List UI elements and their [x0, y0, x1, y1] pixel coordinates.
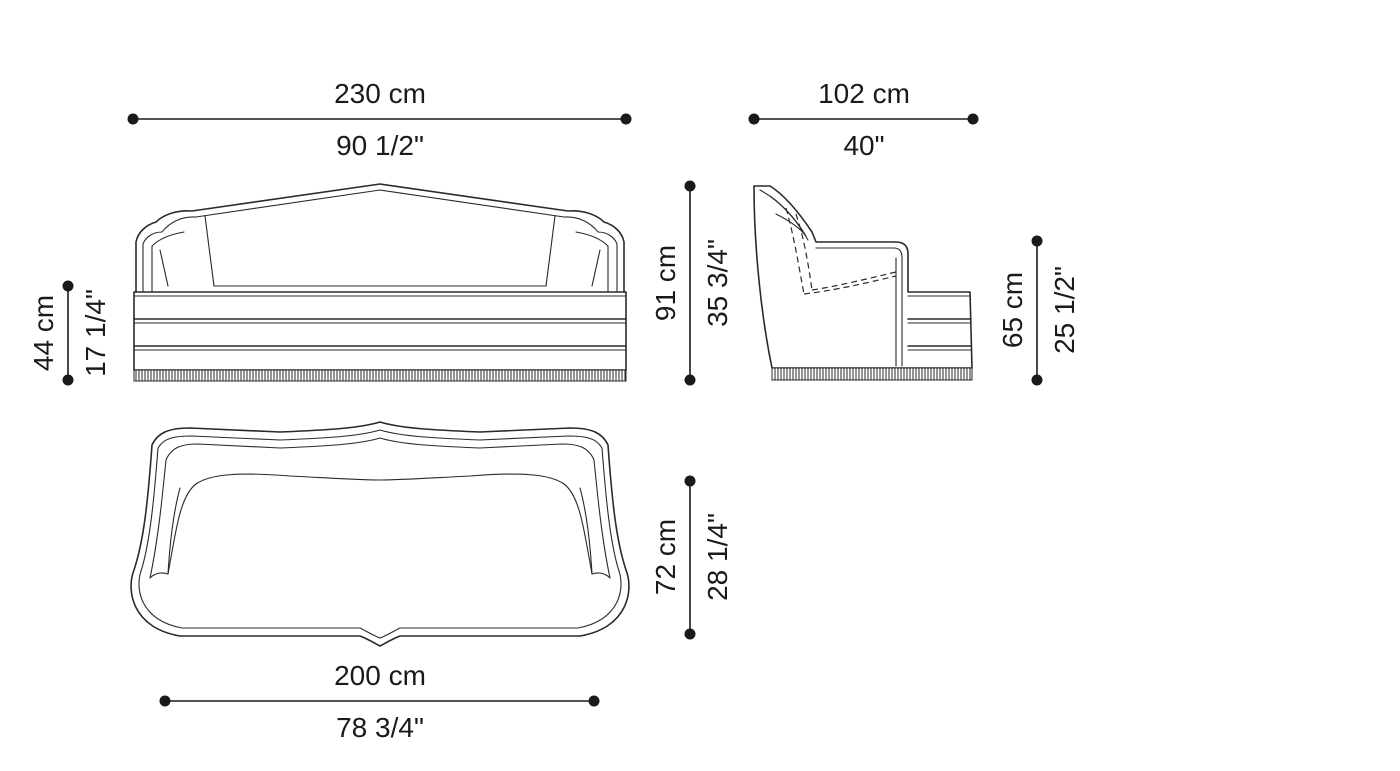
front-seat-height-imperial: 17 1/4": [80, 289, 111, 377]
arm-height-metric: 65 cm: [997, 272, 1028, 348]
total-height-imperial: 35 3/4": [702, 239, 733, 327]
arm-height-imperial: 25 1/2": [1049, 266, 1080, 354]
side-depth-metric: 102 cm: [818, 78, 910, 109]
top-width-metric: 200 cm: [334, 660, 426, 691]
front-seat-height-metric: 44 cm: [28, 295, 59, 371]
front-width-imperial: 90 1/2": [336, 130, 424, 161]
side-depth-imperial: 40": [843, 130, 884, 161]
front-width-metric: 230 cm: [334, 78, 426, 109]
total-height-metric: 91 cm: [650, 245, 681, 321]
front-width-dimension: 230 cm 90 1/2": [127, 78, 632, 161]
side-view: 102 cm 40" 6: [748, 78, 1080, 386]
seat-depth-metric: 72 cm: [650, 519, 681, 595]
top-view: 200 cm 78 3/4" 72 cm 28 1/4": [130, 421, 733, 743]
sofa-side-outline: [753, 185, 973, 381]
arm-height-dimension: 65 cm 25 1/2": [997, 235, 1080, 386]
seat-depth-imperial: 28 1/4": [702, 513, 733, 601]
seat-depth-dimension: 72 cm 28 1/4": [650, 475, 733, 640]
front-view: 230 cm 90 1/2" 44 cm 17 1/4": [28, 78, 733, 386]
total-height-dimension: 91 cm 35 3/4": [650, 180, 733, 386]
side-depth-dimension: 102 cm 40": [748, 78, 979, 161]
sofa-top-outline: [130, 421, 630, 647]
top-width-dimension: 200 cm 78 3/4": [159, 660, 600, 743]
front-seat-height-dimension: 44 cm 17 1/4": [28, 280, 111, 386]
sofa-front-outline: [133, 183, 627, 382]
top-width-imperial: 78 3/4": [336, 712, 424, 743]
